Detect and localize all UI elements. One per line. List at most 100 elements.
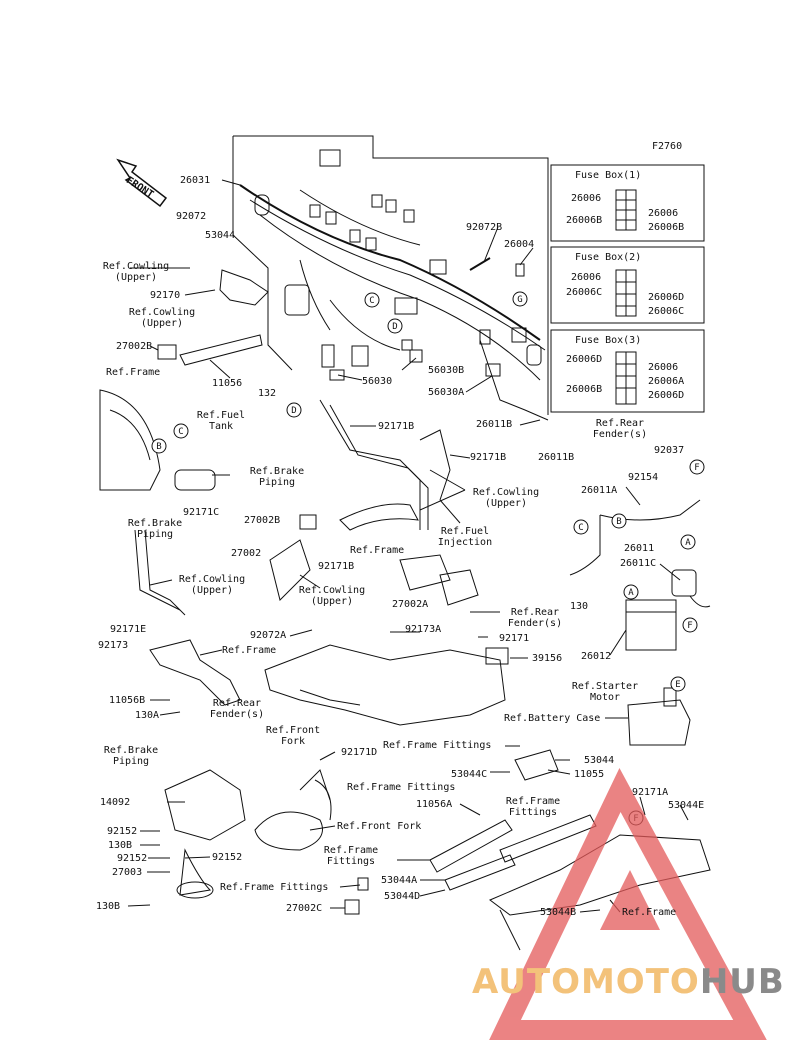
callout-92173: 92173 <box>98 640 129 651</box>
callout-92072a: 92072A <box>250 630 287 641</box>
marker-g: G <box>517 295 522 305</box>
callout-11055: 11055 <box>574 769 605 780</box>
callout-130b-2: 130B <box>96 901 121 912</box>
callout-26011c: 26011C <box>620 558 657 569</box>
marker-d: D <box>392 322 397 332</box>
marker-a: A <box>685 538 691 548</box>
callout-92173a: 92173A <box>405 624 442 635</box>
callout-27002a: 27002A <box>392 599 429 610</box>
callout-92171b-2: 92171B <box>470 452 507 463</box>
fuse-box-2-title: Fuse Box(2) <box>575 252 642 263</box>
callout-27002b-top: 27002B <box>116 341 153 352</box>
fuse-box-3-left-1: 26006B <box>566 384 603 395</box>
callout-ref-front-fork-2: Ref.Front Fork <box>337 821 422 832</box>
fuse-box-1-right-1: 26006B <box>648 222 685 233</box>
callout-ref-cowling-upper-4: Ref.Cowling(Upper) <box>178 574 246 596</box>
fuse-box-2-right-1: 26006C <box>648 306 685 317</box>
callout-92171b-1: 92171B <box>378 421 415 432</box>
callout-92072: 92072 <box>176 211 207 222</box>
callout-ref-frame-1: Ref.Frame <box>106 367 161 378</box>
callout-92171c: 92171C <box>183 507 220 518</box>
callout-130-1: 130 <box>570 601 589 612</box>
callout-ref-frame-4: Ref.Frame <box>622 907 677 918</box>
callout-27002: 27002 <box>231 548 262 559</box>
callout-ref-cowling-upper-1: Ref.Cowling(Upper) <box>102 261 170 283</box>
callout-53044b: 53044B <box>540 907 577 918</box>
callout-56030b: 56030B <box>428 365 465 376</box>
callout-92152-3: 92152 <box>212 852 243 863</box>
callout-92152-1: 92152 <box>107 826 138 837</box>
callout-26031: 26031 <box>180 175 211 186</box>
callout-ref-frame-fittings-1: Ref.Frame Fittings <box>383 740 492 751</box>
fuse-box-3-right-0: 26006 <box>648 362 679 373</box>
fuse-box-2-right-0: 26006D <box>648 292 685 303</box>
marker-b: B <box>156 442 161 452</box>
callout-92152-2: 92152 <box>117 853 148 864</box>
callout-ref-cowling-upper-5: Ref.Cowling(Upper) <box>298 585 366 607</box>
callout-11056b: 11056B <box>109 695 146 706</box>
callout-ref-frame-2: Ref.Frame <box>350 545 405 556</box>
marker-e: E <box>675 680 680 690</box>
callout-ref-frame-fittings-2: Ref.Frame Fittings <box>347 782 456 793</box>
fuse-box-3-right-2: 26006D <box>648 390 685 401</box>
callout-92171b-3: 92171B <box>318 561 355 572</box>
callout-ref-frame-3: Ref.Frame <box>222 645 277 656</box>
callout-92072b: 92072B <box>466 222 503 233</box>
callout-53044e: 53044E <box>668 800 705 811</box>
figure-code: F2760 <box>652 141 683 152</box>
fuse-box-3-title: Fuse Box(3) <box>575 335 642 346</box>
callout-53044c: 53044C <box>451 769 488 780</box>
callout-130a: 130A <box>135 710 160 721</box>
callout-26011: 26011 <box>624 543 655 554</box>
callout-11056: 11056 <box>212 378 243 389</box>
fuse-box-1-title: Fuse Box(1) <box>575 170 642 181</box>
watermark-logo <box>489 767 767 1040</box>
callout-132: 132 <box>258 388 277 399</box>
fuse-box-1-left-0: 26006 <box>571 193 602 204</box>
marker-f: F <box>687 621 692 631</box>
callout-53044-2: 53044 <box>584 755 615 766</box>
callout-26011b-1: 26011B <box>476 419 513 430</box>
callout-26011b-2: 26011B <box>538 452 575 463</box>
fuse-box-1-left-1: 26006B <box>566 215 603 226</box>
callout-92037: 92037 <box>654 445 685 456</box>
callout-ref-cowling-upper-2: Ref.Cowling(Upper) <box>128 307 196 329</box>
fuse-box-2-left-0: 26006 <box>571 272 602 283</box>
callout-92171e: 92171E <box>110 624 147 635</box>
callout-11056a: 11056A <box>416 799 453 810</box>
callout-92171: 92171 <box>499 633 530 644</box>
callout-56030: 56030 <box>362 376 393 387</box>
callout-56030a: 56030A <box>428 387 465 398</box>
fuse-box-3-left-0: 26006D <box>566 354 603 365</box>
callout-27003: 27003 <box>112 867 143 878</box>
callout-39156: 39156 <box>532 653 563 664</box>
fuse-box-2-left-1: 26006C <box>566 287 603 298</box>
callout-92171d: 92171D <box>341 747 378 758</box>
callout-27002b-mid: 27002B <box>244 515 281 526</box>
watermark-text: AUTOMOTOHUB <box>472 962 785 1002</box>
marker-c: C <box>578 523 583 533</box>
marker-d: D <box>291 406 296 416</box>
marker-c: C <box>178 427 183 437</box>
callout-26011a: 26011A <box>581 485 618 496</box>
callout-ref-battery-case: Ref.Battery Case <box>504 713 601 724</box>
callout-ref-frame-fittings-5: Ref.Frame Fittings <box>220 882 329 893</box>
callout-92170: 92170 <box>150 290 181 301</box>
fuse-box-3-right-1: 26006A <box>648 376 685 387</box>
fuse-box-1-right-0: 26006 <box>648 208 679 219</box>
marker-b: B <box>616 517 621 527</box>
callout-92171a: 92171A <box>632 787 669 798</box>
